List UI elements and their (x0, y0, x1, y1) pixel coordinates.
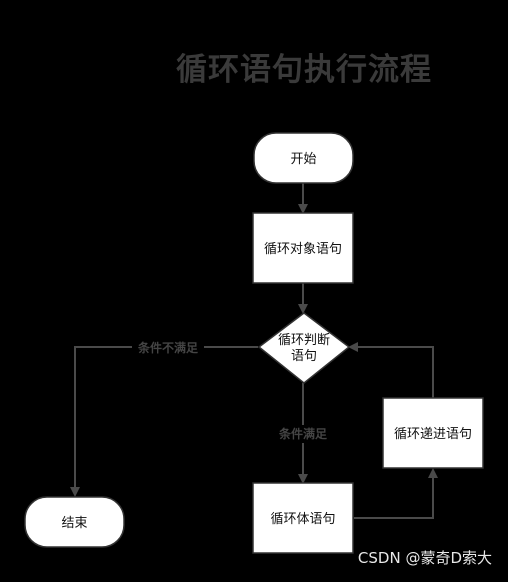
edge-body-to-step (354, 468, 438, 519)
start-label: 开始 (290, 152, 316, 167)
step-node (382, 397, 484, 469)
body-node (252, 482, 354, 554)
edge-label-not-satisfied: 条件不满足 (137, 340, 198, 355)
step-label: 循环递进语句 (394, 427, 472, 442)
start-node (253, 132, 354, 184)
condition-label-line2: 语句 (291, 349, 317, 364)
watermark: CSDN @蒙奇D索大 (357, 549, 492, 567)
condition-label-line1: 循环判断 (278, 333, 330, 348)
edge-label-satisfied: 条件满足 (278, 426, 327, 441)
init-label: 循环对象语句 (264, 242, 342, 257)
init-node (252, 212, 354, 284)
edge-condition-to-end (70, 346, 258, 497)
diagram-title: 循环语句执行流程 (176, 52, 432, 88)
condition-node (257, 312, 351, 384)
end-node (24, 496, 125, 548)
edge-step-to-condition (348, 342, 434, 398)
body-label: 循环体语句 (270, 512, 335, 527)
end-label: 结束 (61, 516, 87, 531)
